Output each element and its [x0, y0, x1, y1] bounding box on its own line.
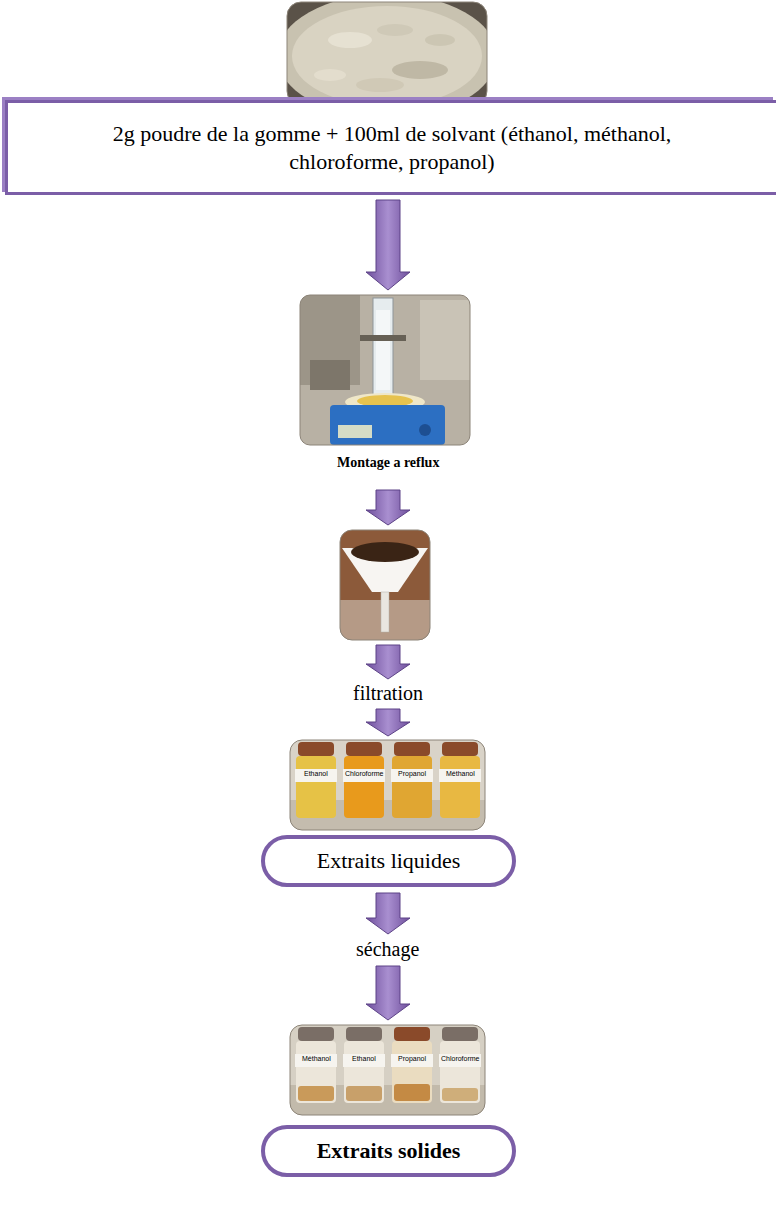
- step-label: Montage a reflux: [337, 455, 439, 471]
- vial-label: Ethanol: [352, 1055, 376, 1063]
- vial-label: Chloroforme: [441, 1055, 480, 1063]
- liquid-vials-photo: [290, 740, 485, 830]
- vial-label: Méthanol: [302, 1055, 331, 1063]
- node-text: Extraits solides: [317, 1137, 461, 1165]
- vial-label: Méthanol: [446, 770, 475, 778]
- node-text: 2g poudre de la gomme + 100ml de solvant…: [92, 120, 692, 175]
- block-arrow: [366, 200, 410, 290]
- vial-label: Ethanol: [304, 770, 328, 778]
- vial-label: Propanol: [398, 1055, 426, 1063]
- vial-label: Chloroforme: [345, 770, 384, 778]
- powder-photo: [287, 2, 487, 105]
- result-pill: Extraits liquides: [261, 835, 516, 887]
- filtration-photo: [340, 530, 430, 640]
- step-label: séchage: [356, 938, 419, 961]
- block-arrow: [366, 490, 410, 525]
- step-label: filtration: [353, 682, 423, 705]
- reflux-photo: [300, 295, 470, 445]
- block-arrow: [366, 966, 410, 1020]
- vial-label: Propanol: [398, 770, 426, 778]
- block-arrow: [366, 893, 410, 934]
- solid-vials-photo: [290, 1025, 485, 1115]
- process-box: 2g poudre de la gomme + 100ml de solvant…: [5, 100, 776, 195]
- node-text: Extraits liquides: [317, 847, 461, 875]
- block-arrow: [366, 645, 410, 679]
- result-pill: Extraits solides: [261, 1125, 516, 1177]
- block-arrow: [366, 709, 410, 736]
